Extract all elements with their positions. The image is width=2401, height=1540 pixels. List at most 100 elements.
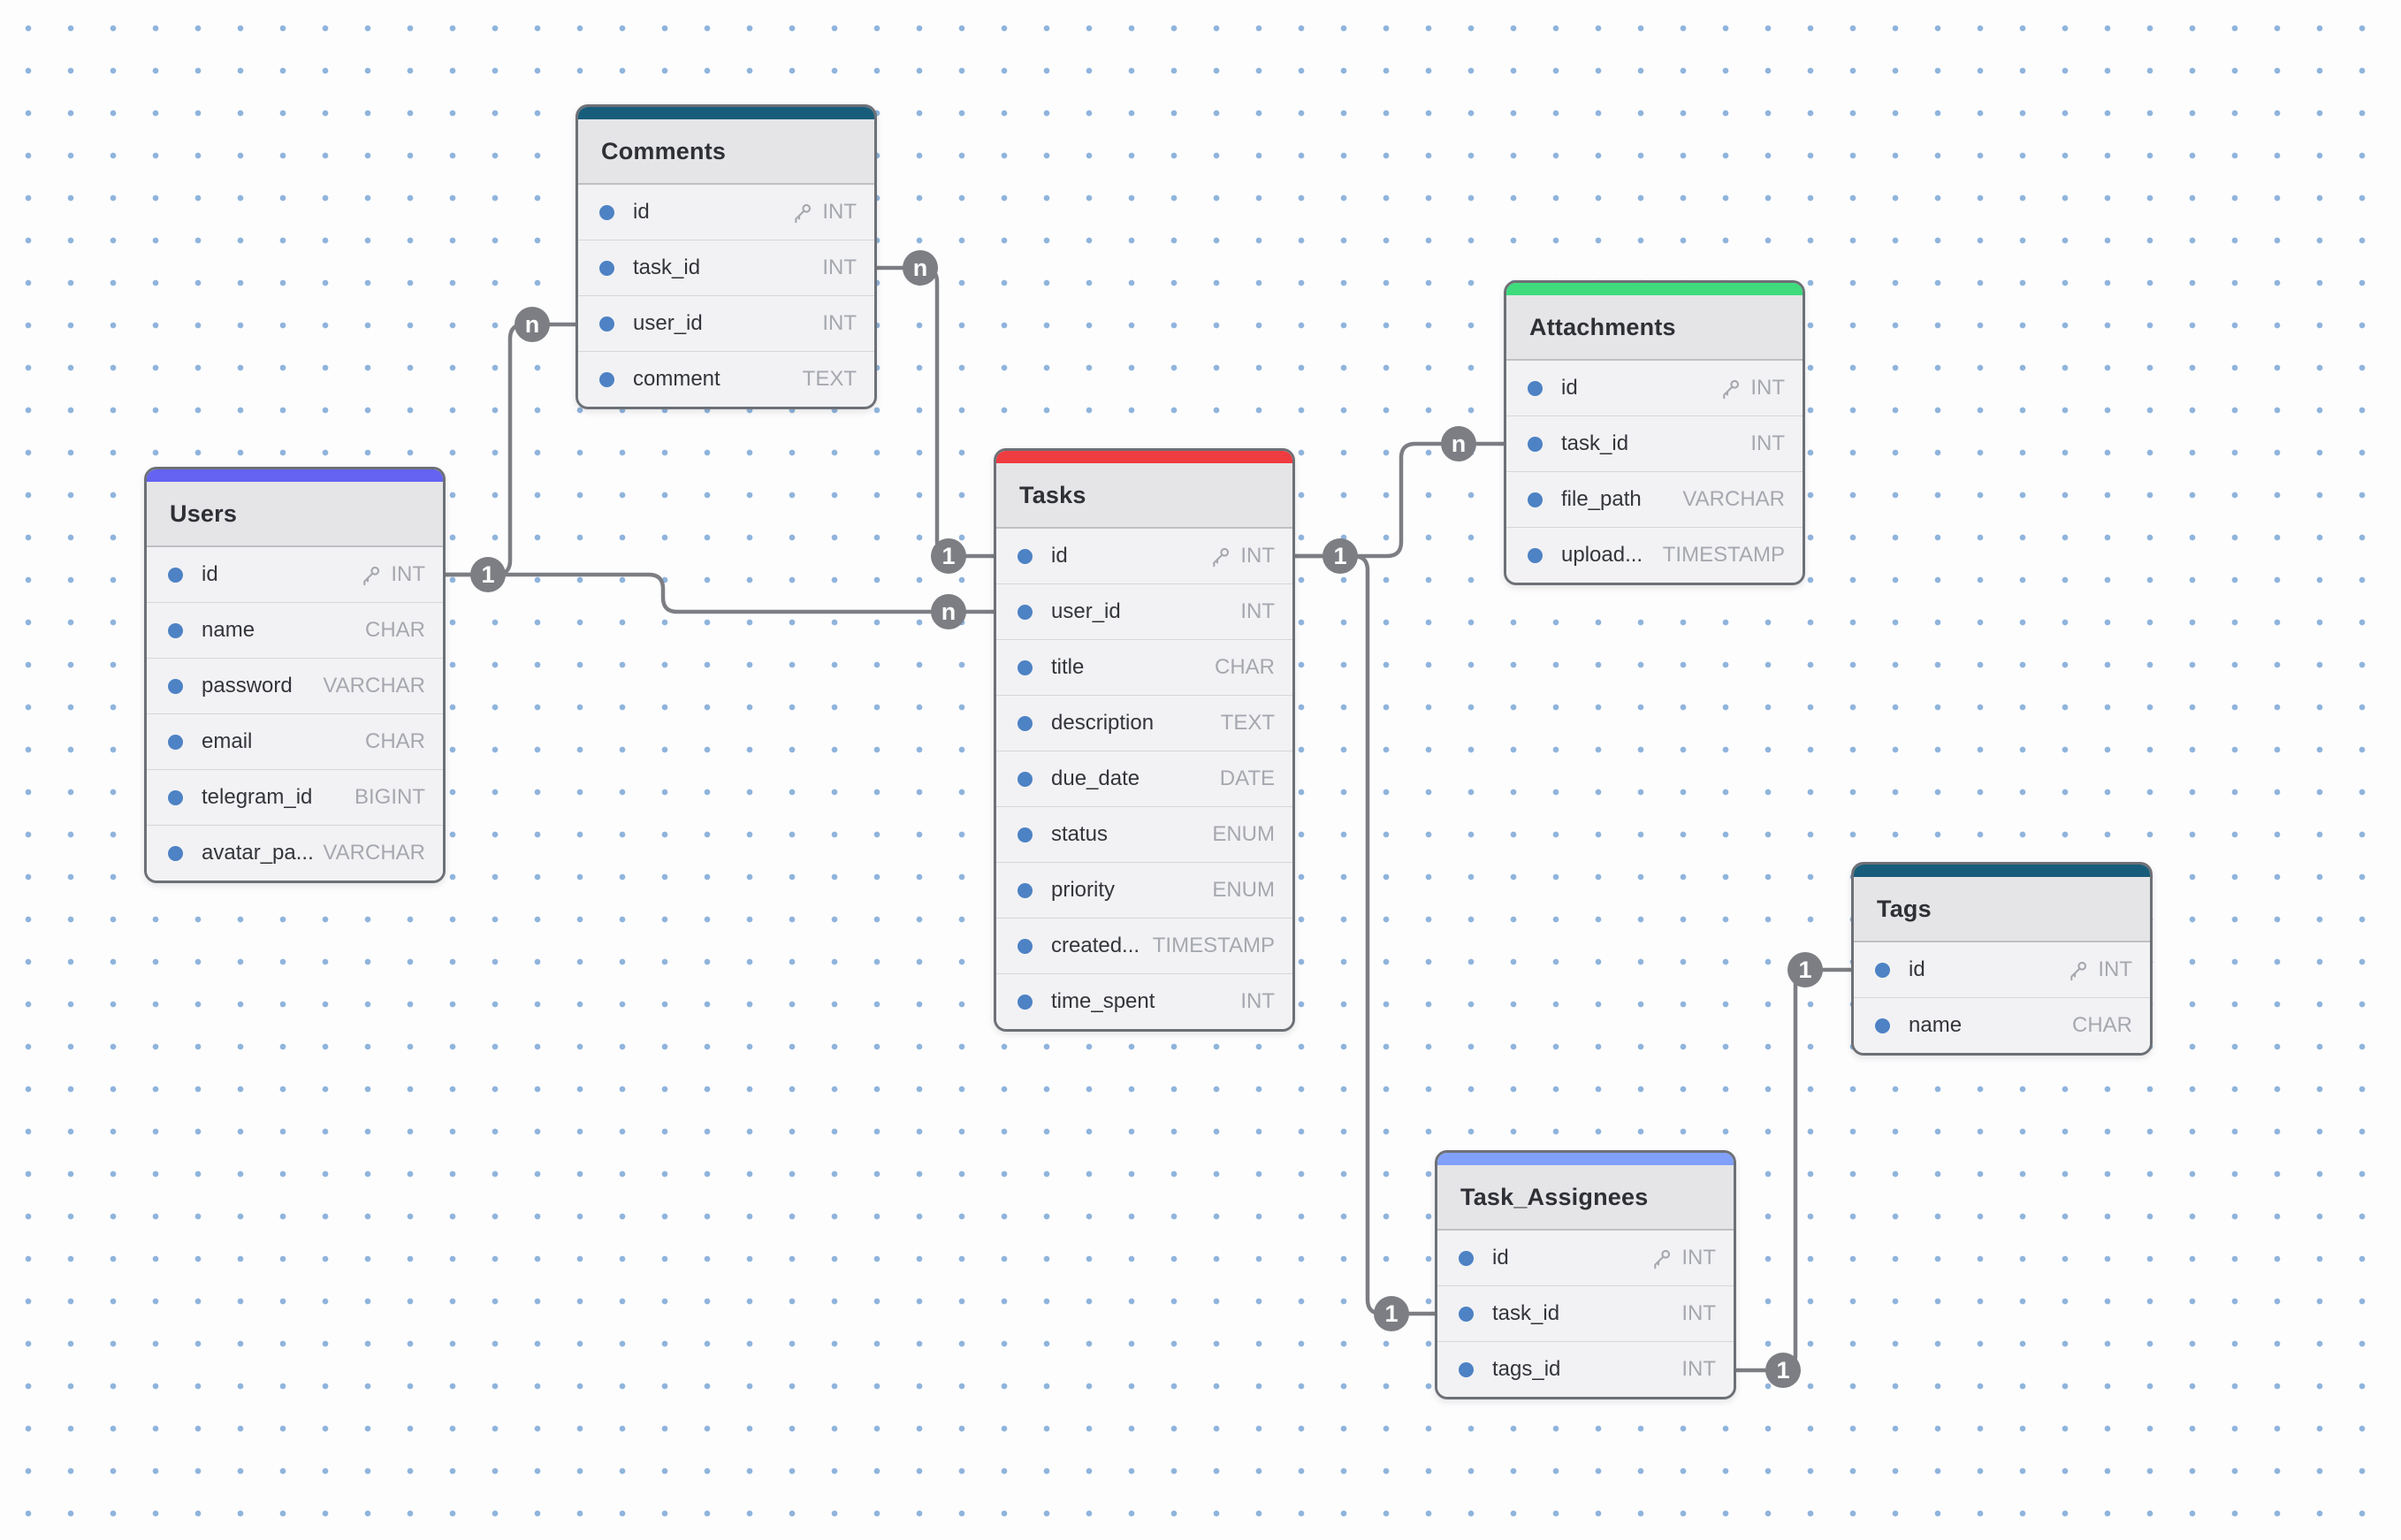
table-field-row[interactable]: id INT: [147, 547, 443, 602]
primary-key-icon: [1654, 1249, 1671, 1269]
table-accent-bar: [996, 451, 1292, 463]
table-field-row[interactable]: task_id INT: [1437, 1285, 1734, 1341]
field-type: INT: [1681, 1301, 1716, 1325]
field-meta: TIMESTAMP: [1663, 543, 1785, 568]
field-meta: BIGINT: [354, 785, 425, 810]
field-dot-icon: [1018, 715, 1033, 731]
table-field-row[interactable]: avatar_pa... VARCHAR: [147, 825, 443, 881]
field-name: title: [1051, 655, 1085, 679]
field-meta: DATE: [1220, 766, 1275, 791]
field-meta: INT: [1240, 989, 1275, 1014]
table-card[interactable]: Task_Assignees id INT task_id INT tags_i…: [1435, 1150, 1736, 1399]
table-field-row[interactable]: time_spent INT: [996, 973, 1292, 1029]
svg-text:1: 1: [1333, 543, 1346, 569]
table-field-row[interactable]: comment TEXT: [578, 351, 874, 407]
table-field-row[interactable]: upload... TIMESTAMP: [1506, 527, 1803, 583]
relationship-line[interactable]: [443, 572, 997, 614]
table-field-row[interactable]: name CHAR: [1854, 997, 2150, 1053]
cardinality-badge: 1: [1322, 538, 1358, 574]
field-meta: INT: [1208, 544, 1275, 568]
table-field-row[interactable]: tags_id INT: [1437, 1341, 1734, 1397]
field-type: INT: [1240, 989, 1275, 1013]
table-title[interactable]: Tags: [1854, 877, 2150, 942]
field-name: email: [202, 729, 253, 753]
relationship-line[interactable]: [443, 322, 579, 577]
field-name: password: [202, 674, 293, 698]
field-meta: CHAR: [1215, 655, 1275, 680]
field-dot-icon: [1528, 380, 1543, 396]
table-field-row[interactable]: priority ENUM: [996, 862, 1292, 918]
table-card[interactable]: Users id INT name CHAR password VARCHAR …: [144, 467, 446, 883]
cardinality-badge: 1: [1765, 1353, 1801, 1388]
table-title[interactable]: Attachments: [1506, 295, 1803, 361]
table-fields: id INT name CHAR password VARCHAR email …: [147, 547, 443, 881]
relationship-line[interactable]: [1734, 967, 1854, 1373]
table-accent-bar: [1437, 1153, 1734, 1165]
field-name: upload...: [1561, 543, 1643, 567]
table-accent-bar: [147, 469, 443, 482]
svg-text:n: n: [913, 255, 928, 281]
table-field-row[interactable]: email CHAR: [147, 713, 443, 769]
table-field-row[interactable]: id INT: [1437, 1231, 1734, 1285]
cardinality-badge: n: [931, 594, 966, 629]
table-field-row[interactable]: task_id INT: [1506, 415, 1803, 471]
relationship-line[interactable]: [1292, 441, 1507, 559]
field-type: CHAR: [2071, 1013, 2132, 1037]
field-dot-icon: [599, 371, 614, 387]
field-type: INT: [1681, 1246, 1716, 1269]
table-field-row[interactable]: telegram_id BIGINT: [147, 769, 443, 825]
field-name: task_id: [633, 255, 701, 279]
table-card[interactable]: Comments id INT task_id INT user_id INT …: [575, 104, 877, 409]
table-field-row[interactable]: due_date DATE: [996, 751, 1292, 806]
table-title[interactable]: Tasks: [996, 463, 1292, 529]
table-field-row[interactable]: id INT: [578, 185, 874, 240]
field-type: VARCHAR: [323, 841, 425, 865]
table-field-row[interactable]: description TEXT: [996, 695, 1292, 751]
relationship-line[interactable]: [874, 265, 997, 559]
field-meta: VARCHAR: [1682, 487, 1785, 512]
relationship-line[interactable]: [1292, 553, 1438, 1316]
field-dot-icon: [1018, 771, 1033, 787]
field-dot-icon: [599, 204, 614, 220]
table-field-row[interactable]: status ENUM: [996, 806, 1292, 862]
field-type: VARCHAR: [323, 674, 425, 698]
field-meta: TEXT: [803, 367, 857, 392]
table-field-row[interactable]: file_path VARCHAR: [1506, 471, 1803, 527]
svg-text:n: n: [525, 311, 540, 338]
table-field-row[interactable]: password VARCHAR: [147, 658, 443, 713]
table-accent-bar: [1854, 865, 2150, 877]
field-meta: INT: [790, 200, 857, 225]
table-field-row[interactable]: id INT: [1854, 942, 2150, 997]
field-dot-icon: [1018, 938, 1033, 954]
table-field-row[interactable]: task_id INT: [578, 240, 874, 295]
field-meta: INT: [1240, 599, 1275, 624]
table-field-row[interactable]: title CHAR: [996, 639, 1292, 695]
table-card[interactable]: Tasks id INT user_id INT title CHAR desc…: [994, 448, 1295, 1032]
field-dot-icon: [168, 567, 183, 583]
field-name: task_id: [1561, 431, 1629, 455]
svg-text:n: n: [1452, 431, 1467, 457]
primary-key-icon: [2070, 961, 2087, 980]
cardinality-badge: 1: [1787, 952, 1823, 987]
field-name: avatar_pa...: [202, 841, 314, 865]
field-meta: INT: [822, 311, 857, 336]
field-type: TIMESTAMP: [1662, 543, 1785, 567]
field-meta: INT: [1650, 1246, 1716, 1270]
table-field-row[interactable]: id INT: [996, 529, 1292, 583]
svg-text:1: 1: [1798, 957, 1811, 983]
table-field-row[interactable]: created... TIMESTAMP: [996, 918, 1292, 973]
table-field-row[interactable]: user_id INT: [578, 295, 874, 351]
primary-key-icon: [1213, 547, 1230, 567]
field-dot-icon: [599, 260, 614, 276]
table-card[interactable]: Attachments id INT task_id INT file_path…: [1504, 280, 1805, 585]
field-type: INT: [822, 255, 857, 279]
table-title[interactable]: Users: [147, 482, 443, 547]
table-title[interactable]: Task_Assignees: [1437, 1165, 1734, 1231]
table-field-row[interactable]: id INT: [1506, 361, 1803, 415]
table-card[interactable]: Tags id INT name CHAR: [1851, 862, 2153, 1056]
table-field-row[interactable]: name CHAR: [147, 602, 443, 658]
table-field-row[interactable]: user_id INT: [996, 583, 1292, 639]
table-title[interactable]: Comments: [578, 119, 874, 185]
